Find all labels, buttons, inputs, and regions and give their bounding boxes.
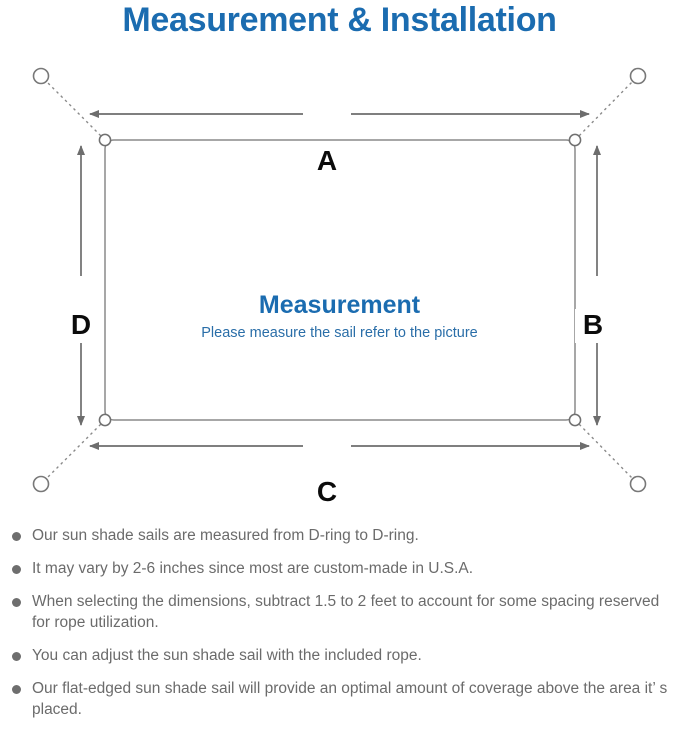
bullet-icon (12, 565, 21, 574)
d-ring-top-left (98, 133, 112, 147)
diagram-canvas (32, 67, 647, 493)
dimension-label-b: B (575, 309, 611, 343)
list-item: When selecting the dimensions, subtract … (0, 591, 679, 633)
d-ring-bottom-right (568, 413, 582, 427)
bullet-icon (12, 685, 21, 694)
notes-list: Our sun shade sails are measured from D-… (0, 525, 679, 732)
rope-bottom-right (574, 419, 635, 481)
bullet-icon (12, 598, 21, 607)
sail-measurement-diagram: Measurement Please measure the sail refe… (0, 48, 679, 518)
rope-lines (44, 79, 635, 481)
dimension-label-c: C (306, 476, 348, 510)
list-item: Our sun shade sails are measured from D-… (0, 525, 679, 546)
bullet-icon (12, 532, 21, 541)
note-text: When selecting the dimensions, subtract … (32, 593, 660, 631)
note-text: You can adjust the sun shade sail with t… (32, 647, 422, 664)
note-text: Our flat-edged sun shade sail will provi… (32, 680, 668, 718)
d-ring-bottom-left (98, 413, 112, 427)
note-text: It may vary by 2-6 inches since most are… (32, 560, 474, 577)
anchor-point-bottom-right (629, 475, 647, 493)
d-rings (98, 133, 582, 427)
sail-body (104, 139, 576, 421)
list-item: Our flat-edged sun shade sail will provi… (0, 678, 679, 720)
anchor-points (32, 67, 647, 493)
rope-top-right (574, 79, 635, 141)
anchor-point-top-right (629, 67, 647, 85)
sail-center-label: Measurement (258, 291, 421, 319)
anchor-point-top-left (32, 67, 50, 85)
d-ring-top-right (568, 133, 582, 147)
note-text: Our sun shade sails are measured from D-… (32, 527, 419, 544)
list-item: You can adjust the sun shade sail with t… (0, 645, 679, 666)
dimension-label-a: A (306, 145, 348, 179)
sail-center-sublabel: Please measure the sail refer to the pic… (201, 325, 478, 341)
dimension-label-d: D (63, 309, 99, 343)
list-item: It may vary by 2-6 inches since most are… (0, 558, 679, 579)
rope-top-left (44, 79, 106, 141)
anchor-point-bottom-left (32, 475, 50, 493)
rope-bottom-left (44, 419, 106, 481)
bullet-icon (12, 652, 21, 661)
page-title: Measurement & Installation (122, 1, 557, 39)
